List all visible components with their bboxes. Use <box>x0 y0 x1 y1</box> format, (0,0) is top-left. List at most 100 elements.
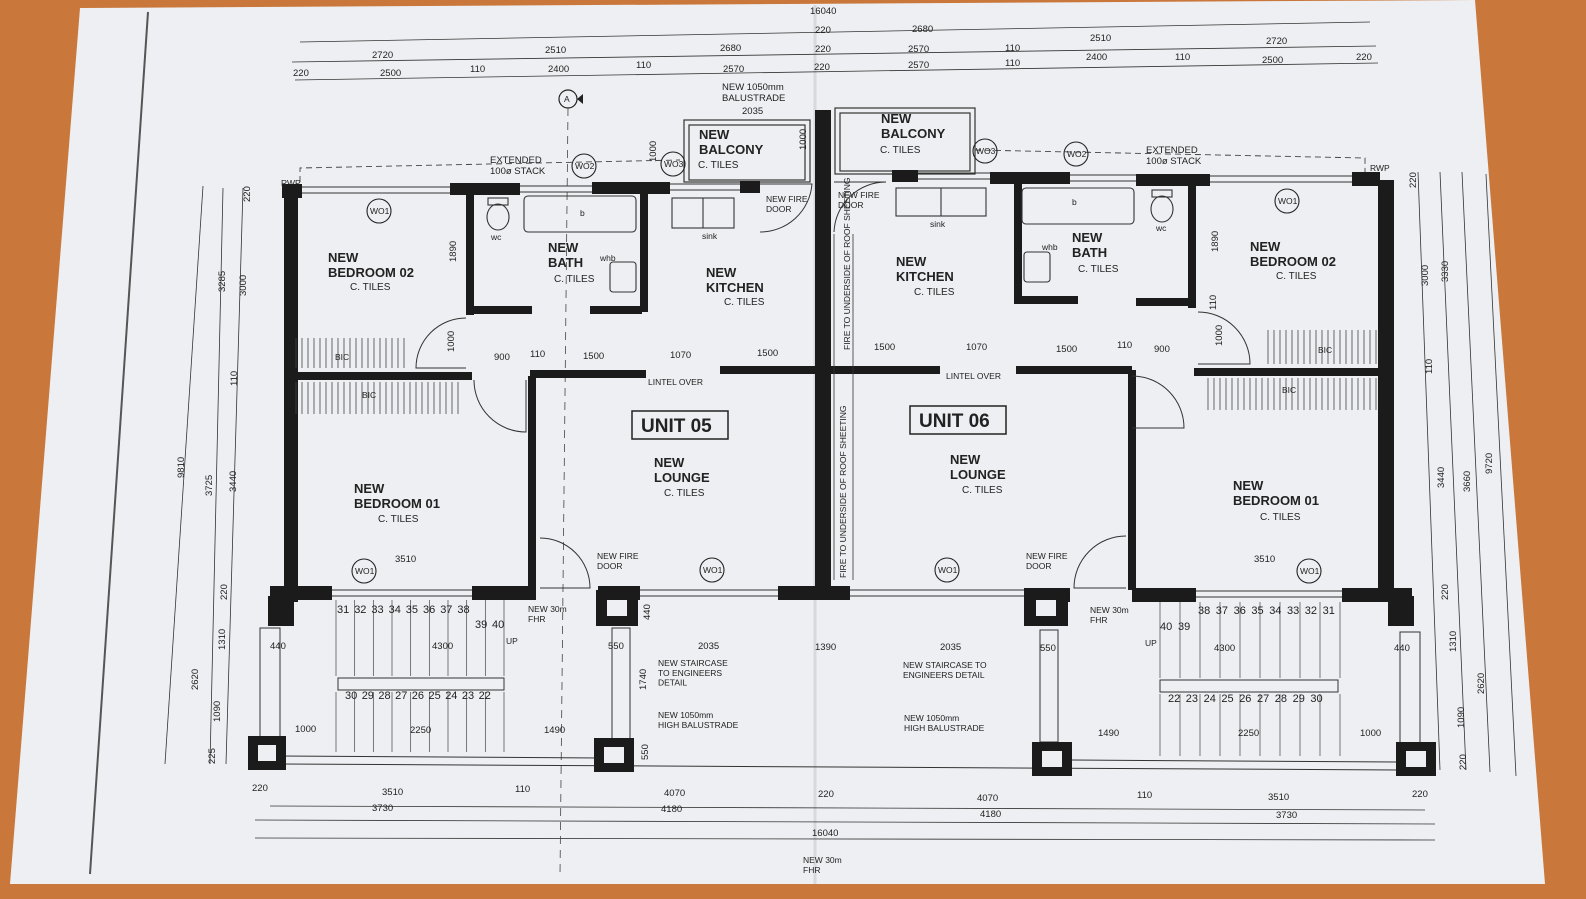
svg-text:C. TILES: C. TILES <box>724 297 765 308</box>
svg-text:220: 220 <box>219 584 230 600</box>
svg-text:4070: 4070 <box>977 793 998 804</box>
stair-number: 22 <box>479 690 491 702</box>
stair-number: 26 <box>412 690 424 702</box>
svg-text:C. TILES: C. TILES <box>664 488 705 499</box>
svg-text:110: 110 <box>1005 43 1020 54</box>
stair-number: 27 <box>1257 693 1269 705</box>
svg-text:2035: 2035 <box>698 641 719 652</box>
note-up-left: UP <box>506 636 518 646</box>
svg-text:A: A <box>564 94 570 104</box>
bic-hatch <box>295 330 1377 414</box>
stair-number: 30 <box>345 690 357 702</box>
svg-text:2720: 2720 <box>372 50 393 61</box>
stair-number: 39 <box>475 619 487 631</box>
dim-top-row2: 2720 2510 2680 220 2570 110 2510 2720 <box>372 33 1287 61</box>
dim-balcony-width: 2035 <box>742 106 763 117</box>
svg-text:220: 220 <box>814 62 830 73</box>
window-tag-labels: WO1 WO2 WO3 WO3 WO2 WO1 WO1 WO1 WO1 WO1 <box>355 146 1320 576</box>
svg-text:110: 110 <box>1175 52 1190 63</box>
note-lintel-left: LINTEL OVER <box>648 377 703 387</box>
left-vertical-dim-lines <box>164 185 244 765</box>
svg-text:1890: 1890 <box>1210 231 1221 252</box>
svg-text:3730: 3730 <box>372 803 393 814</box>
svg-text:WO1: WO1 <box>355 566 375 576</box>
svg-text:2680: 2680 <box>912 24 933 35</box>
note-rwp-right: RWP <box>1370 163 1390 173</box>
svg-text:220: 220 <box>1440 584 1451 600</box>
svg-text:4180: 4180 <box>661 804 682 815</box>
svg-text:220: 220 <box>1458 754 1469 770</box>
fixtures <box>486 187 1174 293</box>
door-swings <box>415 181 1251 589</box>
stair-number: 35 <box>406 604 418 616</box>
svg-text:2680: 2680 <box>720 43 741 54</box>
stair-number: 33 <box>1287 605 1299 617</box>
svg-text:C. TILES: C. TILES <box>914 287 955 298</box>
stair-number: 40 <box>492 619 504 631</box>
svg-text:550: 550 <box>1040 643 1056 654</box>
svg-text:1090: 1090 <box>1456 707 1467 728</box>
svg-text:C. TILES: C. TILES <box>880 145 921 156</box>
stair-number: 38 <box>457 604 469 616</box>
roof-dashed-line <box>299 149 1366 182</box>
svg-text:440: 440 <box>1394 643 1410 654</box>
svg-text:220: 220 <box>293 68 309 79</box>
svg-text:WO3: WO3 <box>976 146 996 156</box>
svg-text:550: 550 <box>640 744 651 760</box>
note-rwp-left: RWP <box>281 178 301 188</box>
svg-text:3660: 3660 <box>1462 471 1473 492</box>
stair-treads <box>335 600 1341 756</box>
svg-text:900: 900 <box>494 352 510 363</box>
stair-number: 35 <box>1251 605 1263 617</box>
dim-right-vertical: 220 3000 110 3440 220 1310 1090 220 3330… <box>1408 172 1495 770</box>
stair-pillar-cores <box>258 600 1426 767</box>
svg-text:2620: 2620 <box>190 669 201 690</box>
svg-text:3510: 3510 <box>1268 792 1289 803</box>
svg-text:WO1: WO1 <box>1278 196 1298 206</box>
svg-text:1000: 1000 <box>648 141 659 162</box>
stair-number: 33 <box>371 604 383 616</box>
svg-text:C. TILES: C. TILES <box>698 160 739 171</box>
svg-text:2720: 2720 <box>1266 36 1287 47</box>
svg-text:4300: 4300 <box>432 641 453 652</box>
dim-bath-vertical: 1890 1000 1890 1000 110 <box>446 231 1225 352</box>
svg-text:4070: 4070 <box>664 788 685 799</box>
note-fire-roof-lower: FIRE TO UNDERSIDE OF ROOF SHEETING <box>838 405 848 578</box>
svg-text:220: 220 <box>815 25 831 36</box>
svg-text:1000: 1000 <box>295 724 316 735</box>
stair-number: 36 <box>423 604 435 616</box>
svg-text:C. TILES: C. TILES <box>1078 264 1119 275</box>
svg-text:3440: 3440 <box>1436 467 1447 488</box>
dim-bottom-total: 16040 <box>812 828 838 839</box>
svg-text:1000: 1000 <box>1214 325 1225 346</box>
svg-text:110: 110 <box>636 60 651 71</box>
svg-text:1070: 1070 <box>966 342 987 353</box>
svg-text:2510: 2510 <box>1090 33 1111 44</box>
svg-text:3510: 3510 <box>382 787 403 798</box>
svg-text:1740: 1740 <box>638 669 649 690</box>
svg-text:4300: 4300 <box>1214 643 1235 654</box>
svg-text:1000: 1000 <box>446 331 457 352</box>
stair-number: 22 <box>1168 693 1180 705</box>
svg-text:1500: 1500 <box>874 342 895 353</box>
dim-top-row3: 220 2500 110 2400 110 2570 220 2570 110 … <box>293 52 1372 79</box>
svg-text:110: 110 <box>530 349 545 360</box>
stair-number: 38 <box>1198 605 1210 617</box>
svg-text:C. TILES: C. TILES <box>554 274 595 285</box>
svg-text:WO3: WO3 <box>664 159 684 169</box>
stair-number: 32 <box>354 604 366 616</box>
paper-sheet <box>10 0 1545 884</box>
svg-text:1090: 1090 <box>212 701 223 722</box>
svg-text:UNIT 05: UNIT 05 <box>641 416 712 437</box>
svg-text:2620: 2620 <box>1476 673 1487 694</box>
